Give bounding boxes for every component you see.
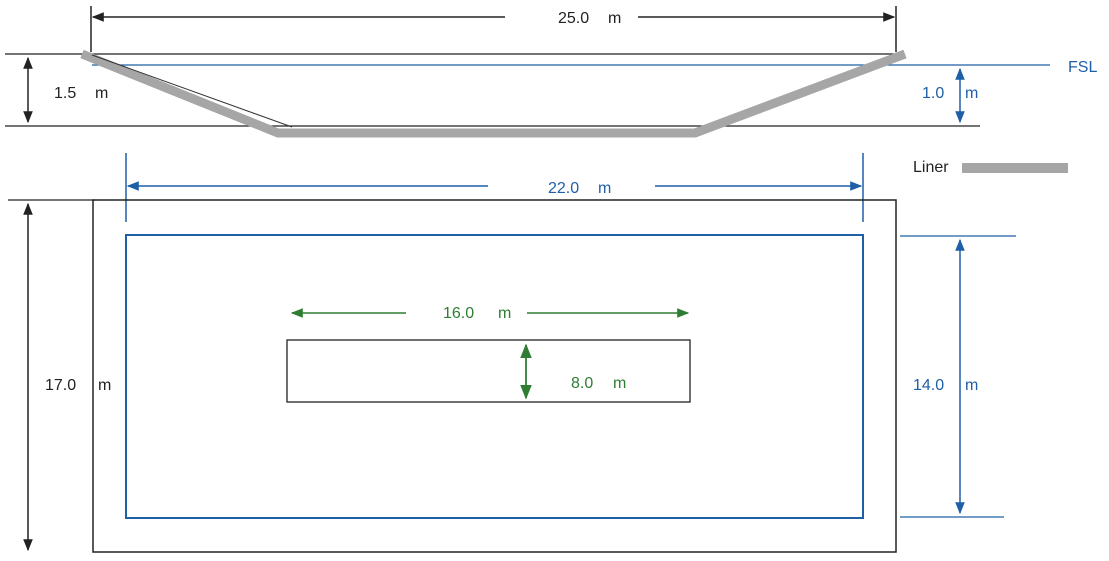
liner-legend: Liner (913, 159, 1068, 176)
base-width-unit: m (498, 305, 511, 322)
plan-outer-boundary (92, 199, 897, 553)
top-width-value: 25.0 (558, 10, 589, 27)
water-width-unit: m (598, 180, 611, 197)
liner-legend-swatch (962, 163, 1068, 173)
outer-height-value: 17.0 (45, 377, 76, 394)
base-length-value: 8.0 (571, 375, 593, 392)
top-width-unit: m (608, 10, 621, 27)
base-length-unit: m (613, 375, 626, 392)
liner-legend-label: Liner (913, 159, 949, 176)
liner-inner-edge (91, 54, 293, 128)
total-depth-unit: m (95, 85, 108, 102)
fsl-label: FSL (1068, 59, 1097, 76)
plan-base-boundary (286, 339, 691, 403)
plan-view: 22.0 m 17.0 m 14.0 m 16.0 m 8.0 m (8, 153, 1016, 553)
cross-section: 25.0 m FSL 1.5 m 1.0 m (5, 6, 1097, 138)
water-depth-unit: m (965, 85, 978, 102)
total-depth-value: 1.5 (54, 85, 76, 102)
liner-profile (80, 49, 907, 138)
base-width-value: 16.0 (443, 305, 474, 322)
water-width-value: 22.0 (548, 180, 579, 197)
water-length-value: 14.0 (913, 377, 944, 394)
outer-height-unit: m (98, 377, 111, 394)
plan-water-boundary (125, 234, 864, 519)
water-length-unit: m (965, 377, 978, 394)
water-depth-value: 1.0 (922, 85, 944, 102)
